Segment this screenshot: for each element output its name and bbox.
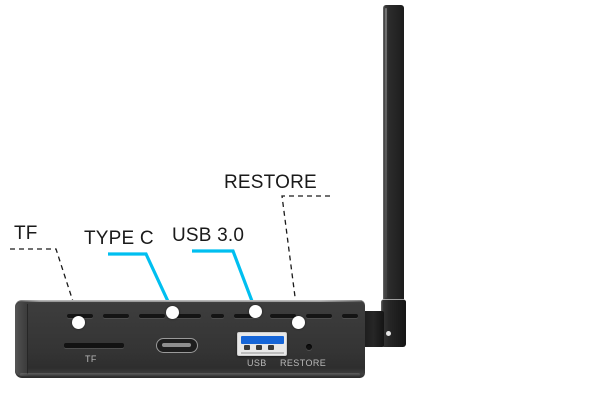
vent-slot	[234, 314, 260, 318]
callout-dot-type-c	[166, 306, 179, 319]
vent-slot	[103, 314, 129, 318]
antenna-hinge-block	[361, 311, 384, 347]
callout-label-tf: TF	[14, 223, 38, 244]
chassis-top-highlight	[19, 300, 361, 302]
silkscreen-label-tf: TF	[85, 354, 97, 364]
vent-slot	[175, 314, 201, 318]
antenna-lower-segment	[381, 300, 406, 347]
device-chassis: TF USB RESTORE	[15, 300, 365, 378]
antenna-rod-highlight	[385, 8, 387, 298]
vent-slot	[211, 314, 224, 318]
tf-card-slot[interactable]	[64, 343, 124, 348]
usb-3-0-blue-insert	[240, 335, 284, 344]
antenna-joint-seam	[382, 299, 405, 301]
vent-slot	[342, 314, 358, 318]
callout-dot-restore	[292, 316, 305, 329]
chassis-left-face	[15, 302, 28, 376]
vent-slot	[270, 314, 296, 318]
vent-slot	[306, 314, 332, 318]
callout-dot-usb-3-0	[249, 305, 262, 318]
usb-contact-pin	[244, 345, 250, 350]
silkscreen-label-restore: RESTORE	[280, 358, 327, 368]
chassis-bottom-lip	[20, 373, 360, 376]
usb-type-c-port[interactable]	[156, 338, 198, 353]
usb-contact-pin	[268, 345, 274, 350]
antenna-pivot-screw-icon	[386, 331, 391, 336]
usb-3-0-port[interactable]	[237, 332, 287, 356]
callout-label-usb-3-0: USB 3.0	[172, 225, 245, 246]
callout-label-restore: RESTORE	[224, 172, 317, 193]
usb-contact-pin	[256, 345, 262, 350]
silkscreen-label-usb: USB	[247, 358, 267, 368]
usb-c-tongue	[162, 343, 191, 348]
chassis-left-seam	[27, 304, 28, 374]
callout-label-type-c: TYPE C	[84, 228, 154, 249]
vent-slot	[139, 314, 165, 318]
usb-housing-lip	[240, 351, 284, 354]
callout-dot-tf	[72, 316, 85, 329]
wifi-antenna-rod	[383, 5, 404, 301]
restore-pinhole-button[interactable]	[306, 344, 312, 350]
